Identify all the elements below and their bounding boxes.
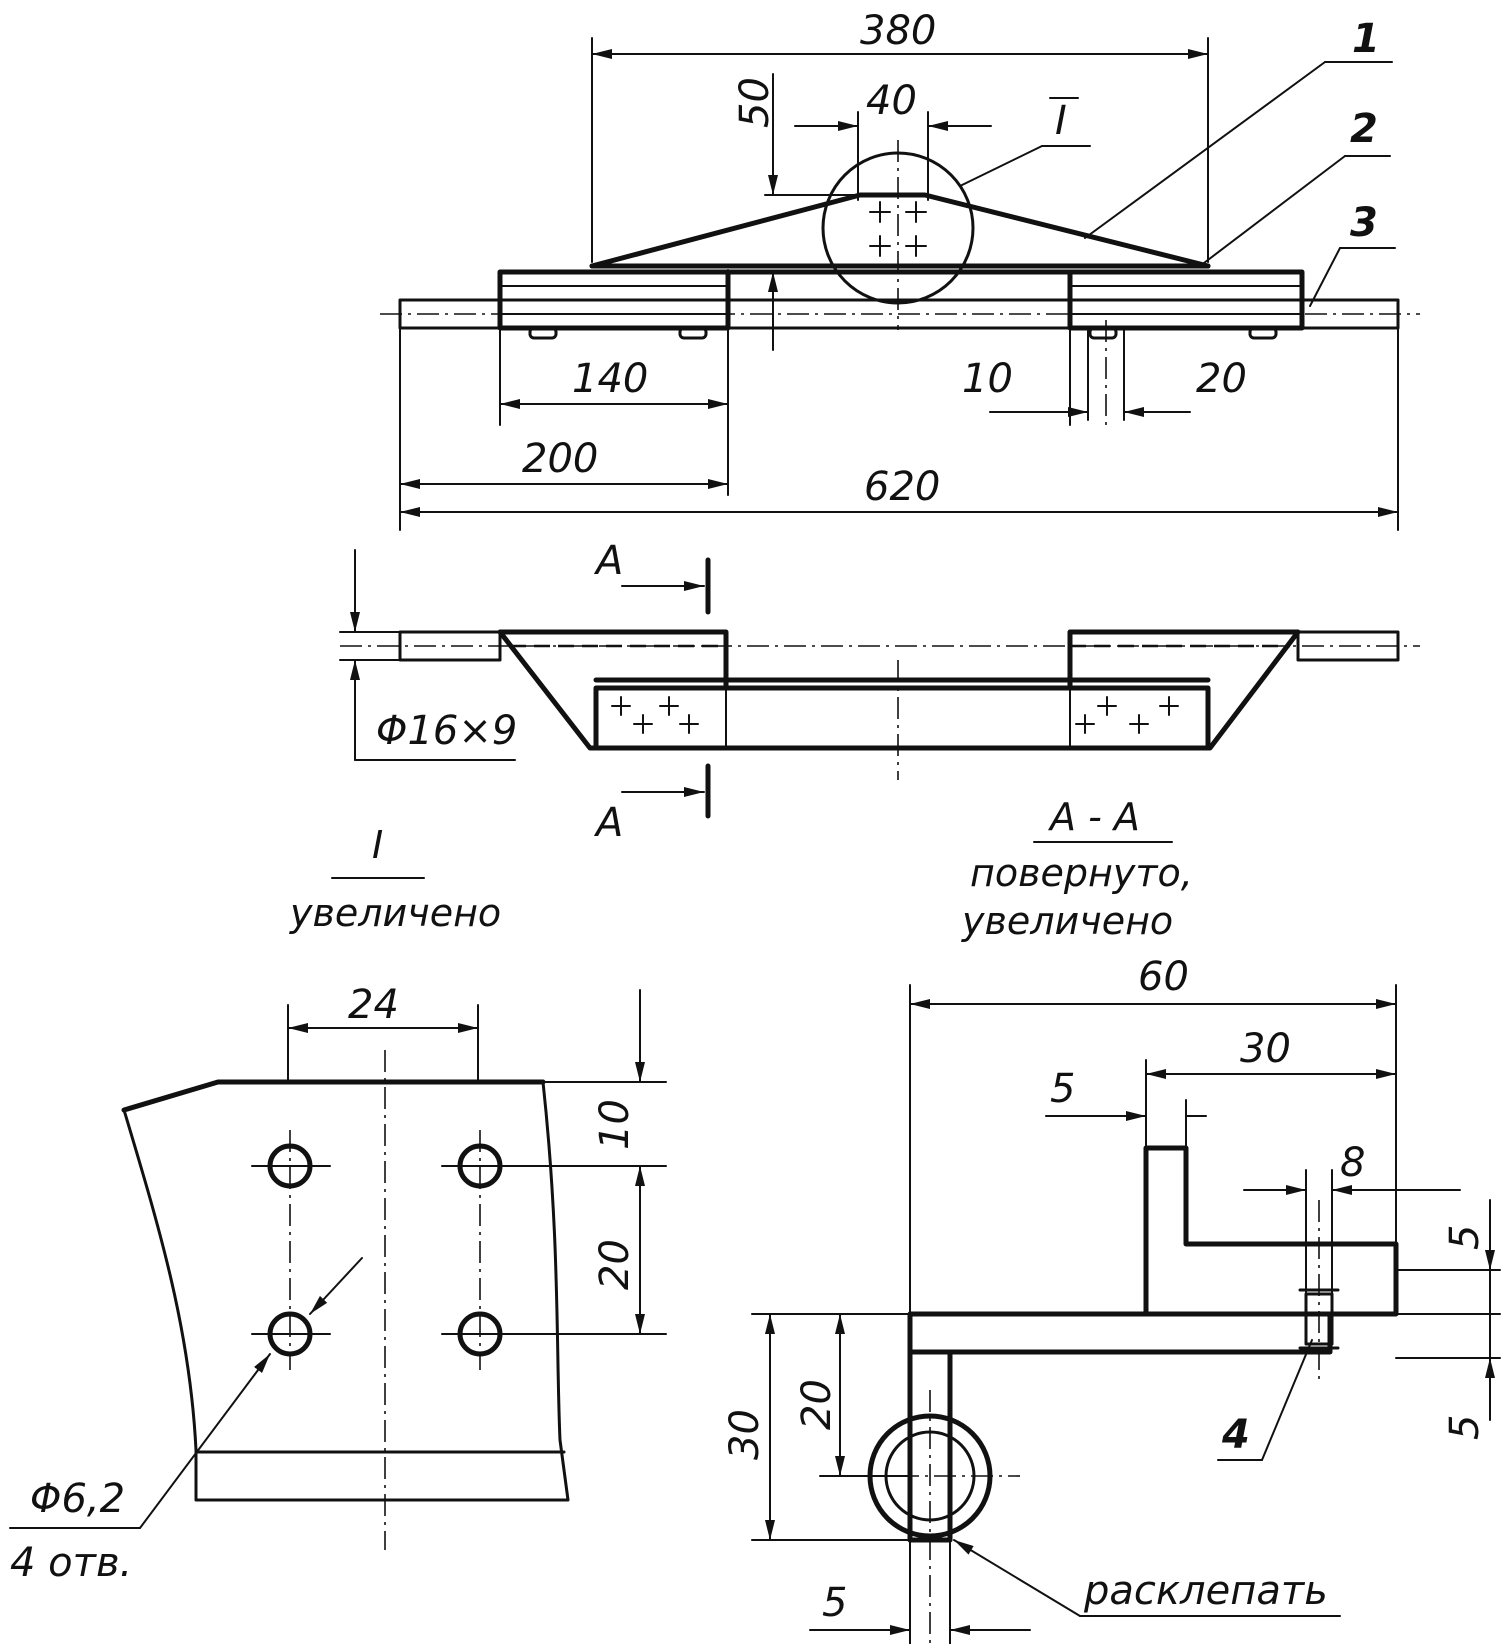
dim-140: 140 xyxy=(572,356,648,402)
detail-subtitle: увеличено xyxy=(289,891,501,935)
note-rivet: расклепать xyxy=(1083,1568,1328,1614)
detail-view-dimensions: 24 10 20 Φ6,2 4 отв. xyxy=(9,982,667,1586)
dim-40: 40 xyxy=(866,78,917,124)
dim-phi16x9: Φ16×9 xyxy=(376,708,517,754)
dim-5-right-bottom: 5 xyxy=(1442,1415,1488,1440)
dim-phi6-2: Φ6,2 xyxy=(30,1476,125,1522)
dim-20: 20 xyxy=(1196,356,1247,402)
section-view-dimensions: 60 30 5 8 5 5 4 20 xyxy=(722,954,1501,1644)
callout-4: 4 xyxy=(1221,1412,1250,1458)
dim-24: 24 xyxy=(348,982,399,1028)
detail-view xyxy=(121,1050,570,1550)
detail-title: I xyxy=(372,823,383,867)
dim-20-detail: 20 xyxy=(592,1239,638,1290)
dim-10-detail: 10 xyxy=(592,1099,638,1150)
dim-30-section: 30 xyxy=(722,1409,768,1460)
callout-detail-I: I xyxy=(1055,98,1067,144)
callout-3: 3 xyxy=(1350,200,1378,246)
callout-1: 1 xyxy=(1352,16,1380,62)
dim-60: 60 xyxy=(1138,954,1189,1000)
part-callouts: 1 2 3 I xyxy=(959,16,1396,307)
dim-620: 620 xyxy=(864,464,940,510)
dim-5-top: 5 xyxy=(1050,1066,1075,1112)
dim-5-bottom: 5 xyxy=(822,1580,847,1626)
dim-200: 200 xyxy=(522,436,598,482)
section-mark-A-top: A xyxy=(593,538,623,584)
detail-top-edge xyxy=(121,1079,546,1113)
dim-4-holes: 4 отв. xyxy=(10,1540,132,1586)
dim-10: 10 xyxy=(962,356,1013,402)
rivet-crosses xyxy=(869,201,927,257)
plan-rivet-crosses xyxy=(611,696,1179,734)
dim-20-section: 20 xyxy=(794,1379,840,1430)
lower-angle xyxy=(907,1311,1333,1543)
front-view xyxy=(380,140,1420,425)
front-view-dimensions: 380 40 50 140 10 20 200 620 xyxy=(399,8,1399,531)
callout-2: 2 xyxy=(1350,106,1378,152)
dim-50: 50 xyxy=(732,77,778,128)
section-line-1: повернуто, xyxy=(970,851,1193,895)
section-view-title: А - А повернуто, увеличено xyxy=(961,795,1193,943)
dim-5-right-top: 5 xyxy=(1442,1225,1488,1250)
part-1-gusset xyxy=(589,192,1211,269)
plan-view-dimensions: Φ16×9 xyxy=(339,549,517,761)
detail-view-title: I увеличено xyxy=(289,823,501,935)
dim-380: 380 xyxy=(860,8,936,54)
section-mark-A-bottom: A xyxy=(593,800,623,846)
plan-view: A A xyxy=(340,538,1420,846)
section-line-2: увеличено xyxy=(961,899,1173,943)
section-title: А - А xyxy=(1047,795,1140,839)
dim-8: 8 xyxy=(1340,1140,1365,1186)
dim-30: 30 xyxy=(1240,1026,1291,1072)
